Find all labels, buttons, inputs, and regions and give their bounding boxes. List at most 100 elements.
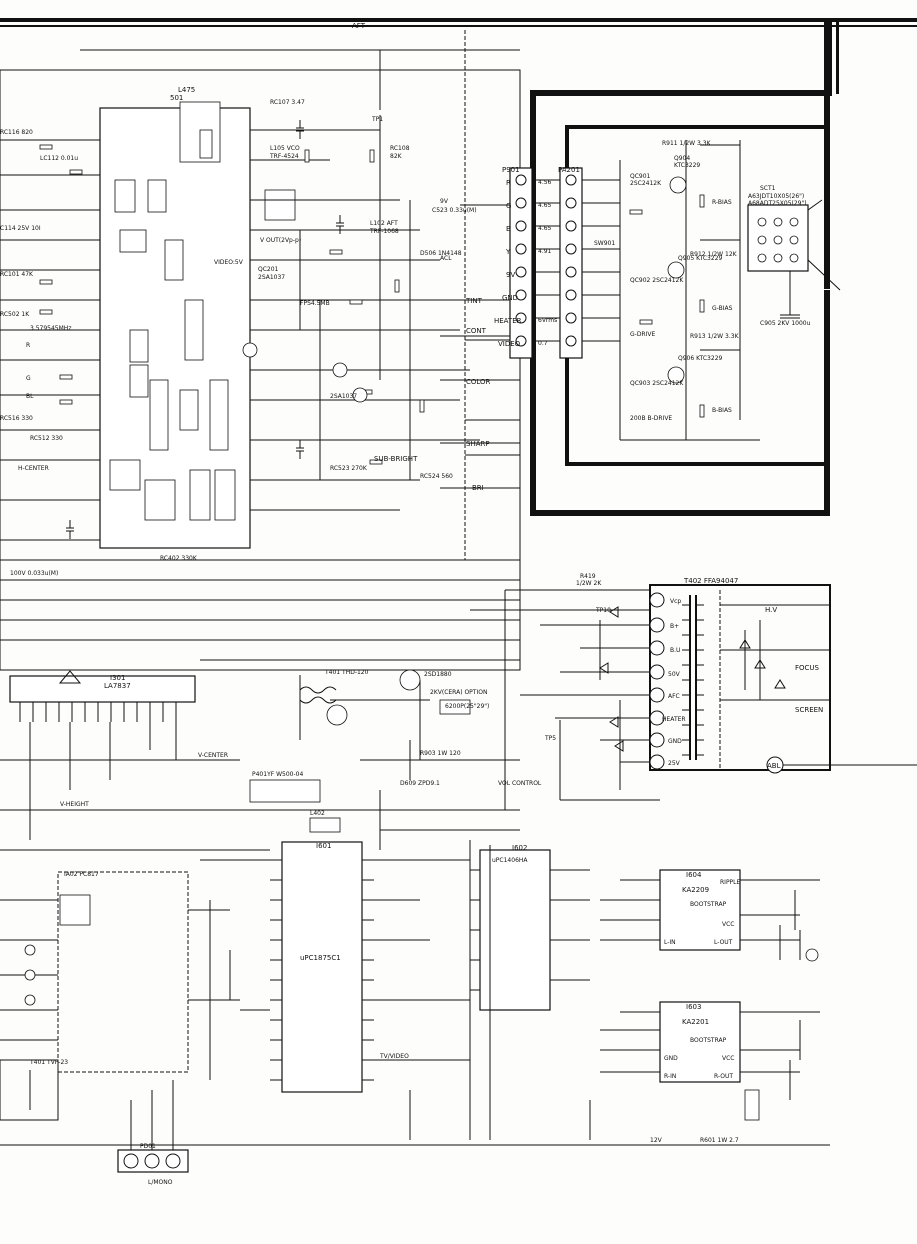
label-tp1: TP1 [371,116,383,123]
sound-processor [200,840,590,1093]
label-501: 501 [170,94,183,102]
label-tp10: TP10 [595,607,611,614]
label-focus: FOCUS [795,664,820,672]
label-lout: L-OUT [714,939,733,946]
label-upc1406: uPC1406HA [492,857,528,864]
conn-volt-3: 4.91 [538,248,552,255]
audio-amp-lower [600,1001,820,1121]
label-vcc-1: VCC [722,921,734,928]
label-r-bias: R-BIAS [712,199,732,206]
label-rout: R-OUT [714,1073,733,1080]
label-g: G [26,375,31,382]
label-qc903: QC903 2SC2412K [630,380,684,387]
svg-text:TRF-4524: TRF-4524 [269,153,299,160]
label-hv: H.V [765,606,777,614]
label-l-mono: L/MONO [148,1179,173,1186]
label-pa201: PA201 [558,166,580,174]
svg-text:RC524 560: RC524 560 [420,473,453,480]
fbt-pin-bu: B.U [670,647,680,654]
label-p901: P901 [502,166,520,174]
label-r419-val: 1/2W 2K [576,580,602,587]
label-v-height: V-HEIGHT [60,801,89,808]
svg-text:RC107 3.47: RC107 3.47 [270,99,305,106]
svg-text:RC101 47K: RC101 47K [0,271,34,278]
svg-text:200B B-DRIVE: 200B B-DRIVE [630,415,672,422]
conn-volt-0: 4.56 [538,179,552,186]
audio-amp-upper [600,869,820,962]
svg-text:100V 0.033u(M): 100V 0.033u(M) [10,570,58,577]
label-q905: Q905 KTC3229 [678,255,723,262]
fbt-pin-50v: 50V [668,671,681,678]
svg-text:3.579545MHz: 3.579545MHz [30,325,71,332]
conn-label-g: G [506,202,511,210]
label-82k: 82K [390,153,403,160]
label-i603: I603 [686,1003,701,1011]
conn-label-9v: 9V [506,271,515,279]
flyback-transformer [649,584,917,774]
label-crt-model-2: A68ADT25X05(29") [748,200,807,207]
label-tv-video: TV/VIDEO [379,1053,409,1060]
label-ka2201: KA2201 [682,1018,709,1026]
label-vol-control: VOL CONTROL [498,780,542,787]
label-sharp: SHARP [466,440,490,448]
label-p40: P401YF W500-04 [252,771,303,778]
label-sub-bright: SUB-BRIGHT [374,455,418,463]
label-bootstrap-2: BOOTSTRAP [690,1037,727,1044]
control-lines [440,299,520,489]
fbt-pin-b: B+ [670,623,679,630]
svg-text:RC116 820: RC116 820 [0,129,33,136]
label-qc901: QC901 [630,173,651,180]
svg-text:L105 VCO: L105 VCO [270,145,300,152]
label-v-center: V-CENTER [198,752,228,759]
label-9v: 9V [440,198,449,205]
label-g-bias: G-BIAS [712,305,733,312]
svg-text:RC516 330: RC516 330 [0,415,33,422]
fbt-pin-gnd: GND [668,738,682,745]
label-bootstrap-1: BOOTSTRAP [690,901,727,908]
label-gnd-2: GND [664,1055,678,1062]
label-rin: R-IN [664,1073,676,1080]
fbt-pin-vcp: Vcp [670,598,681,605]
label-upc1875: uPC1875C1 [300,954,341,962]
label-i601: I601 [316,842,331,850]
svg-text:L102 AFT: L102 AFT [370,220,398,227]
label-d609: D609 ZPD9.1 [400,780,440,787]
label-la7837: LA7837 [104,682,131,690]
label-pd01: PD01 [140,1143,156,1150]
label-vcc-2: VCC [722,1055,734,1062]
label-2sc2412k-1: 2SC2412K [630,180,662,187]
rgb-drive-section: R911 1/2W 3.3K R912 1/2W 12K R913 1/2W 3… [619,140,760,441]
label-qc902: QC902 2SC2412K [630,277,684,284]
horizontal-deflection: T401 THD-120 2SD1880 2KV(CERA) OPTION 62… [200,659,520,850]
svg-text:2SA1037: 2SA1037 [330,393,357,400]
fbt-pin-heater: HEATER [662,716,686,723]
horizontal-output-wiring [470,589,650,810]
conn-label-video: VIDEO [498,340,521,348]
label-12v: 12V [650,1137,663,1144]
video-chroma-block [0,69,521,671]
svg-text:T401 THD-120: T401 THD-120 [324,669,369,676]
label-q904: Q904 [674,155,690,162]
vertical-ic [0,670,341,840]
label-l475: L475 [178,86,195,94]
svg-text:RC502 1K: RC502 1K [0,311,30,318]
svg-text:V OUT(2Vp-p): V OUT(2Vp-p) [260,237,301,244]
label-acl: ACL [440,255,452,262]
crt-socket [747,199,841,319]
label-bri: BRI [472,484,484,492]
label-qc201: QC201 [258,266,279,273]
label-t402: T402 FFA94047 [683,577,738,585]
label-sw901: SW901 [594,240,615,247]
label-l402: L402 [310,810,325,817]
label-i602: I602 [512,844,527,852]
svg-text:R911 1/2W 3.3K: R911 1/2W 3.3K [662,140,712,147]
svg-text:RC523 270K: RC523 270K [330,465,368,472]
label-aft: AFT [352,22,366,30]
label-ka2209: KA2209 [682,886,709,894]
label-sct1: SCT1 [760,185,776,192]
label-ripple-1: RIPPLE [720,879,741,886]
svg-text:H-CENTER: H-CENTER [18,465,49,472]
conn-label-b: B [506,225,511,233]
svg-text:2SD1880: 2SD1880 [424,671,452,678]
